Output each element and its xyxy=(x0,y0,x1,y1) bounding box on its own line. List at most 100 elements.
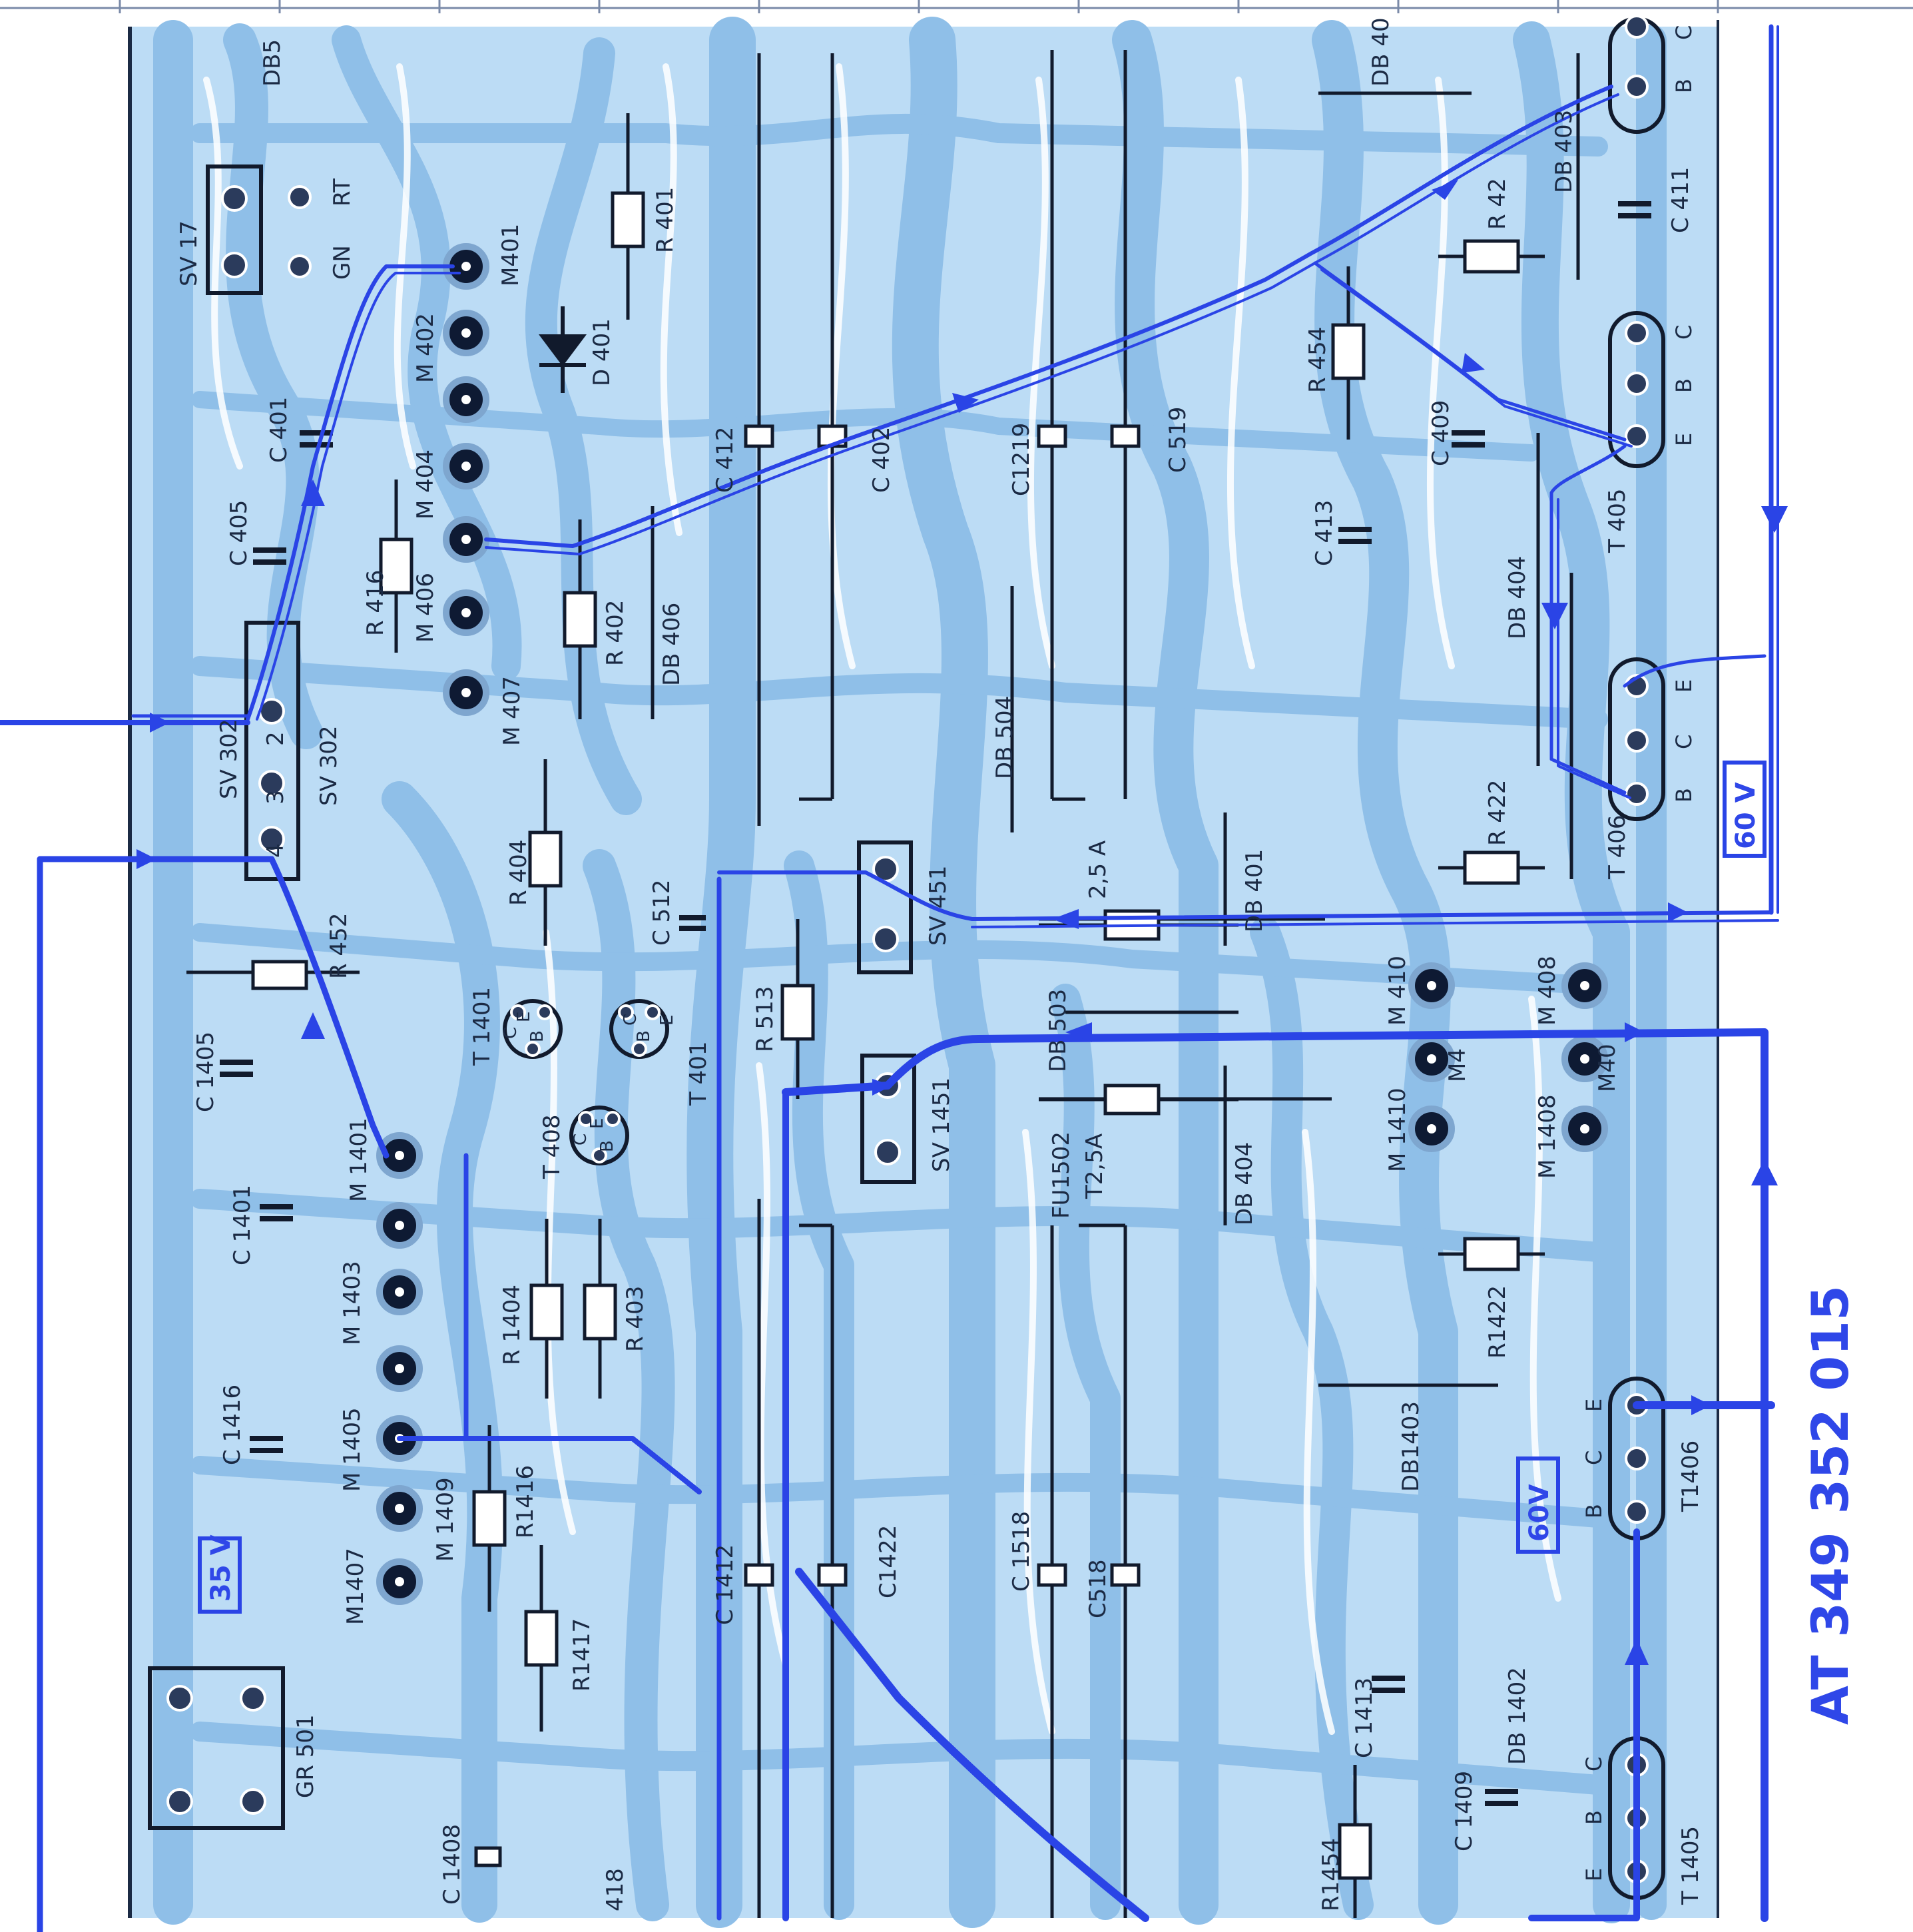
pin-t401-c: C xyxy=(621,1014,641,1026)
label-r401: R 401 xyxy=(652,187,679,253)
label-c518: C518 xyxy=(1085,1559,1111,1618)
label-pin2: 2 xyxy=(262,731,289,746)
label-db1402: DB 1402 xyxy=(1504,1667,1531,1765)
label-c401: C 401 xyxy=(266,397,292,463)
r452-body xyxy=(251,960,308,990)
label-t2-5a: T2,5A xyxy=(1081,1133,1108,1199)
r1416-body xyxy=(472,1490,507,1547)
label-m1409: M 1409 xyxy=(432,1477,459,1562)
label-d401: D 401 xyxy=(589,318,615,386)
label-c512: C 512 xyxy=(649,880,675,946)
label-c1401: C 1401 xyxy=(229,1185,256,1265)
label-r452: R 452 xyxy=(326,913,352,979)
r1417-body xyxy=(524,1610,559,1667)
label-m4: M4 xyxy=(1444,1048,1471,1082)
pin-t408-b: B xyxy=(597,1140,617,1152)
label-c413: C 413 xyxy=(1311,500,1338,566)
label-c412: C 412 xyxy=(712,427,738,493)
top-ruler xyxy=(0,0,1913,13)
label-m1407: M1407 xyxy=(342,1548,369,1625)
r403-body xyxy=(583,1283,617,1341)
label-c405: C 405 xyxy=(226,500,252,566)
label-m404: M 404 xyxy=(412,450,439,519)
label-r1416: R1416 xyxy=(512,1465,539,1538)
label-gr501: GR 501 xyxy=(292,1714,319,1798)
label-c409: C 409 xyxy=(1428,400,1454,466)
label-c411: C 411 xyxy=(1667,167,1694,233)
label-db503: DB 503 xyxy=(1045,989,1071,1072)
pin-t408-e: E xyxy=(587,1118,607,1129)
pin-t406-c: C xyxy=(1671,735,1697,749)
label-db1403: DB1403 xyxy=(1398,1401,1424,1492)
pin-t1401-b: B xyxy=(527,1030,547,1042)
electrolytic-capacitors xyxy=(474,424,1141,1867)
label-m406: M 406 xyxy=(412,573,439,643)
label-db401: DB 401 xyxy=(1241,849,1268,932)
pin-letter-labels: B C E B C E C B E C B C B E E C B C B E … xyxy=(501,25,1697,1881)
label-c1518: C 1518 xyxy=(1008,1511,1035,1592)
label-r422: R 422 xyxy=(1484,780,1511,846)
label-m410: M 410 xyxy=(1384,956,1411,1026)
label-c1219: C1219 xyxy=(1008,423,1035,496)
pin-t1406-c: C xyxy=(1581,1450,1607,1465)
label-m401: M401 xyxy=(497,224,524,286)
sv302-block xyxy=(244,621,300,881)
label-c1408: C 1408 xyxy=(439,1824,465,1905)
label-gn: GN xyxy=(329,245,356,280)
r454-body xyxy=(1331,323,1366,380)
label-r1422: R1422 xyxy=(1484,1285,1511,1359)
sv1451-block xyxy=(860,1054,916,1184)
pin-t403-c: C xyxy=(1671,25,1697,40)
label-t1401: T 1401 xyxy=(469,987,495,1066)
label-m402: M 402 xyxy=(412,313,439,383)
label-r1454: R1454 xyxy=(1318,1838,1344,1911)
label-db406: DB 406 xyxy=(659,603,685,686)
label-c1412: C 1412 xyxy=(712,1544,738,1625)
fuse-lower-body xyxy=(1103,1084,1161,1116)
voltage-60v-lower: 60V xyxy=(1524,1484,1555,1542)
resistor-bodies xyxy=(251,113,1545,1918)
label-r403: R 403 xyxy=(622,1286,649,1352)
label-t408: T 408 xyxy=(539,1115,565,1179)
label-sv17: SV 17 xyxy=(176,220,202,286)
gr501-block xyxy=(148,1666,285,1830)
pin-t403-b: B xyxy=(1671,79,1697,93)
label-c1422: C1422 xyxy=(875,1525,902,1598)
label-sv1451: SV 1451 xyxy=(928,1078,955,1172)
pin-t401-e: E xyxy=(657,1015,677,1026)
label-r416: R 416 xyxy=(362,570,389,636)
pin-t1405-e: E xyxy=(1581,1868,1607,1881)
label-c1405: C 1405 xyxy=(192,1032,219,1112)
label-db404: DB 404 xyxy=(1231,1142,1258,1225)
solder-pads xyxy=(166,15,1649,1883)
voltage-mark-boxes xyxy=(198,761,1767,1614)
r404-body xyxy=(528,830,563,888)
pin-t405-c: C xyxy=(1671,325,1697,340)
pin-t1406-e: E xyxy=(1581,1399,1607,1412)
pin-t406-e: E xyxy=(1671,679,1697,693)
sv451-block xyxy=(857,840,913,974)
label-m1405: M 1405 xyxy=(339,1407,366,1492)
voltage-60v-upper: 60 V xyxy=(1731,782,1761,849)
pin-t401-b: B xyxy=(634,1030,654,1042)
label-pin4: 4 xyxy=(262,843,289,858)
label-r1417: R1417 xyxy=(569,1618,595,1692)
label-r402: R 402 xyxy=(602,600,629,666)
label-c402: C 402 xyxy=(868,427,895,493)
pin-t408-c: C xyxy=(571,1133,591,1145)
r42-body xyxy=(1463,239,1520,274)
r1404-body xyxy=(529,1283,564,1341)
label-sv302a: SV 302 xyxy=(216,719,242,799)
pin-t1401-c: C xyxy=(501,1027,521,1039)
label-m1410: M 1410 xyxy=(1384,1088,1411,1172)
label-t406: T 406 xyxy=(1604,815,1631,880)
label-418: 418 xyxy=(602,1868,629,1911)
label-c1416: C 1416 xyxy=(219,1385,246,1465)
marker-arrowheads xyxy=(137,180,1788,1665)
label-db404b: DB 404 xyxy=(1504,556,1531,639)
pin-t405-e: E xyxy=(1671,433,1697,446)
label-t405: T 405 xyxy=(1604,489,1631,553)
r1422-body xyxy=(1463,1237,1520,1271)
label-m1401: M 1401 xyxy=(346,1118,372,1202)
